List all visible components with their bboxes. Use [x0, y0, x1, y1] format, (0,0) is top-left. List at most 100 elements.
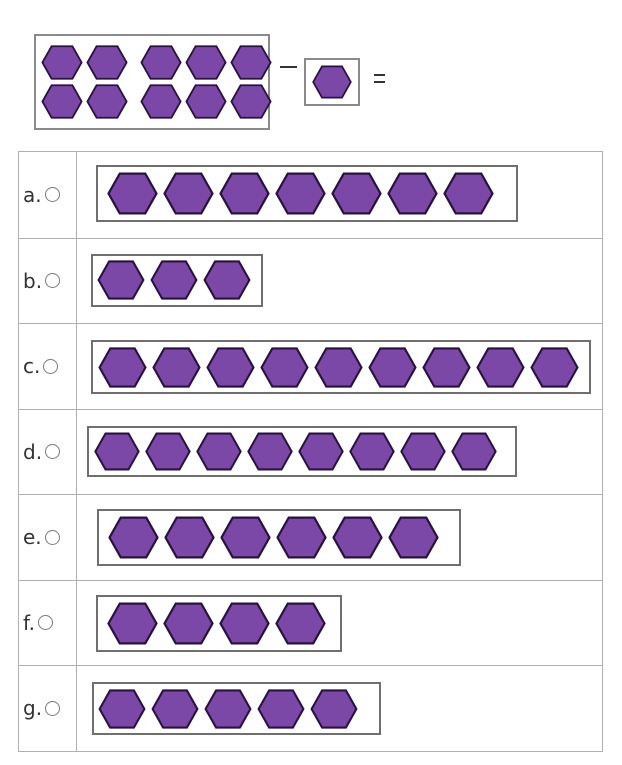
radio-button[interactable] — [45, 444, 61, 460]
choice-letter: d. — [23, 439, 43, 464]
hexagon-icon — [247, 432, 293, 471]
choice-row-c: c. — [19, 323, 602, 409]
hexagon-icon — [451, 432, 497, 471]
hexagon-icon — [145, 432, 191, 471]
hexagon-icon — [276, 516, 327, 559]
hexagon-icon — [443, 172, 494, 215]
radio-button[interactable] — [43, 358, 59, 374]
answer-choices-table: a. b. c. d. e. — [18, 151, 603, 752]
hexagon-icon — [275, 601, 326, 645]
hexagon-icon — [220, 516, 271, 559]
choice-b-option[interactable]: b. — [19, 238, 77, 323]
hexagon-icon — [86, 84, 128, 119]
hexagon-strip[interactable] — [92, 682, 381, 735]
hexagon-icon — [164, 516, 215, 559]
ten-hexagon-frame — [34, 34, 272, 130]
choice-row-e: e. — [19, 494, 602, 580]
choice-picture-cell — [77, 666, 602, 751]
choice-c-option[interactable]: c. — [19, 324, 77, 409]
hexagon-icon — [185, 84, 227, 119]
choice-picture-cell — [77, 324, 602, 409]
problem-expression — [0, 0, 622, 150]
hexagon-icon — [331, 172, 382, 215]
hexagon-icon — [140, 45, 182, 80]
equals-sign — [374, 73, 385, 85]
minus-sign — [280, 66, 297, 68]
hexagon-icon — [230, 45, 272, 80]
hexagon-icon — [203, 260, 251, 300]
radio-button[interactable] — [44, 529, 60, 545]
hexagon-icon — [368, 346, 417, 388]
hexagon-icon — [230, 84, 272, 119]
hexagon-strip[interactable] — [91, 253, 263, 307]
choice-letter: f. — [23, 610, 35, 635]
radio-button[interactable] — [45, 700, 61, 716]
hexagon-strip[interactable] — [87, 425, 517, 477]
choice-picture-cell — [77, 581, 602, 666]
choice-row-f: f. — [19, 579, 602, 666]
hexagon-icon — [107, 172, 158, 215]
choice-row-d: d. — [19, 408, 602, 495]
choice-d-option[interactable]: d. — [19, 409, 77, 494]
hexagon-icon — [310, 688, 358, 729]
hexagon-icon — [163, 601, 214, 645]
choice-letter: a. — [23, 182, 42, 207]
hexagon-icon — [41, 84, 83, 119]
hexagon-icon — [257, 688, 305, 729]
choice-a-option[interactable]: a. — [19, 152, 77, 238]
hexagon-icon — [150, 260, 198, 300]
radio-button[interactable] — [45, 273, 61, 289]
hexagon-icon — [107, 601, 158, 645]
hexagon-icon — [204, 688, 252, 729]
hexagon-icon — [97, 260, 145, 300]
choice-letter: g. — [23, 696, 43, 721]
hexagon-icon — [476, 346, 525, 388]
hexagon-icon — [108, 516, 159, 559]
hexagon-icon — [152, 346, 201, 388]
hexagon-icon — [260, 346, 309, 388]
hexagon-icon — [196, 432, 242, 471]
hexagon-icon — [530, 346, 579, 388]
hexagon-icon — [387, 172, 438, 215]
hexagon-icon — [151, 688, 199, 729]
hexagon-icon — [163, 172, 214, 215]
hexagon-icon — [312, 65, 352, 99]
choice-letter: b. — [23, 268, 43, 293]
choice-row-a: a. — [19, 152, 602, 238]
choice-letter: c. — [23, 354, 41, 379]
hexagon-icon — [219, 172, 270, 215]
hexagon-icon — [349, 432, 395, 471]
hexagon-icon — [314, 346, 363, 388]
hexagon-icon — [298, 432, 344, 471]
hexagon-row-bottom — [41, 84, 275, 119]
hexagon-strip[interactable] — [97, 509, 461, 566]
hexagon-icon — [41, 45, 83, 80]
choice-e-option[interactable]: e. — [19, 495, 77, 580]
hexagon-icon — [94, 432, 140, 471]
hexagon-icon — [86, 45, 128, 80]
hexagon-strip[interactable] — [96, 165, 518, 222]
hexagon-icon — [422, 346, 471, 388]
hexagon-icon — [219, 601, 270, 645]
hexagon-icon — [332, 516, 383, 559]
one-hexagon-frame — [304, 58, 360, 106]
choice-letter: e. — [23, 525, 42, 550]
choice-picture-cell — [77, 152, 602, 238]
hexagon-icon — [206, 346, 255, 388]
hexagon-icon — [388, 516, 439, 559]
hexagon-icon — [98, 346, 147, 388]
hexagon-icon — [185, 45, 227, 80]
radio-button[interactable] — [37, 615, 53, 631]
hexagon-icon — [400, 432, 446, 471]
choice-g-option[interactable]: g. — [19, 666, 77, 751]
choice-picture-cell — [77, 239, 602, 324]
choice-picture-cell — [77, 495, 602, 580]
hexagon-strip[interactable] — [96, 594, 342, 652]
choice-row-b: b. — [19, 237, 602, 324]
choice-f-option[interactable]: f. — [19, 580, 77, 665]
hexagon-strip[interactable] — [91, 340, 591, 394]
choice-picture-cell — [77, 410, 602, 495]
radio-button[interactable] — [44, 187, 60, 203]
hexagon-row-top — [41, 45, 275, 80]
hexagon-icon — [275, 172, 326, 215]
